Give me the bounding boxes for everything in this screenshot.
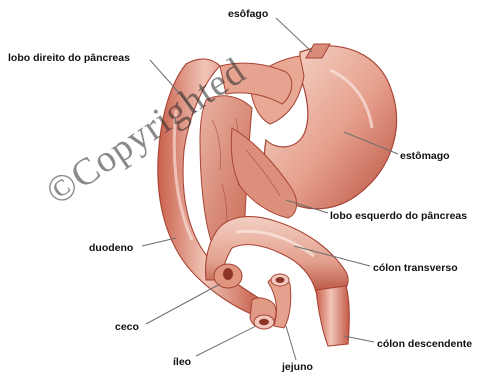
- label-esofago: esôfago: [228, 8, 268, 20]
- descending-colon: [316, 286, 349, 346]
- label-estomago: estômago: [400, 150, 450, 162]
- leader-line-ileo: [196, 326, 256, 356]
- label-colon-descendente: cólon descendente: [377, 338, 472, 350]
- leader-line-jejuno: [286, 326, 296, 360]
- label-lobo-direito: lobo direito do pâncreas: [8, 52, 130, 64]
- cecum: [214, 264, 242, 288]
- leader-line-esofago: [276, 18, 312, 52]
- leader-line-duodeno: [142, 238, 176, 246]
- label-duodeno: duodeno: [89, 242, 133, 254]
- label-colon-transverso: cólon transverso: [373, 262, 458, 274]
- leader-line-ceco: [146, 284, 220, 324]
- label-jejuno: jejuno: [282, 361, 313, 373]
- label-ileo: íleo: [173, 356, 191, 368]
- ileum: [250, 298, 276, 329]
- label-ceco: ceco: [115, 321, 139, 333]
- label-lobo-esquerdo: lobo esquerdo do pâncreas: [330, 210, 467, 222]
